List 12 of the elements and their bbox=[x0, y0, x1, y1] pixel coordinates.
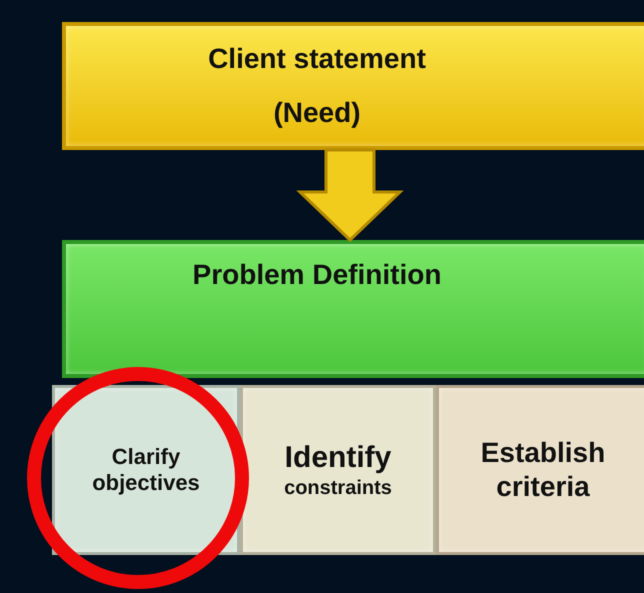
process-box bbox=[62, 240, 644, 378]
box-subtitle: constraints bbox=[284, 476, 392, 500]
process-box bbox=[240, 385, 436, 555]
box-title: Client statement bbox=[208, 42, 426, 76]
box-title: Establish criteria bbox=[480, 436, 606, 504]
process-box bbox=[436, 385, 644, 555]
block-arrow bbox=[296, 148, 404, 242]
box-title: Problem Definition bbox=[192, 258, 442, 292]
box-subtitle: (Need) bbox=[273, 96, 361, 130]
box-title: Identify bbox=[284, 440, 392, 476]
box-title: Clarify objectives bbox=[91, 444, 201, 496]
callout-box bbox=[62, 22, 644, 150]
